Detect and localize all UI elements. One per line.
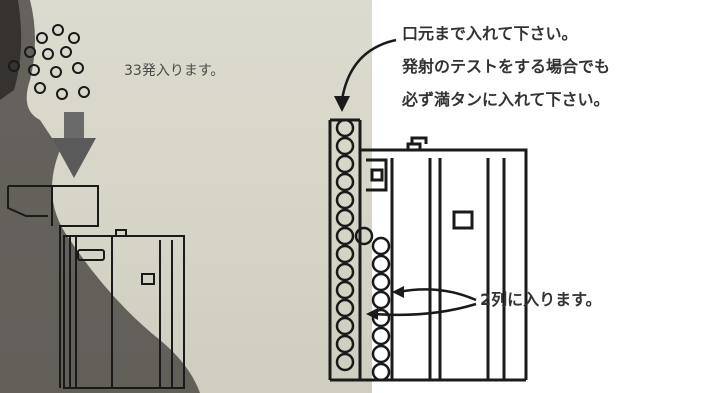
down-arrow-icon xyxy=(52,112,96,178)
bb-in-column xyxy=(371,326,391,346)
two-rows-label: 2列に入ります。 xyxy=(480,290,602,309)
right-magazine-drawing xyxy=(328,118,528,382)
bb-loose xyxy=(36,32,48,44)
bb-in-column xyxy=(335,262,355,282)
arrowheads xyxy=(366,286,404,320)
bb-loose xyxy=(42,48,54,60)
bb-column-left xyxy=(335,118,355,372)
bb-in-column xyxy=(371,254,391,274)
bb-in-column xyxy=(335,190,355,210)
bb-loose xyxy=(24,46,36,58)
bb-in-column xyxy=(371,344,391,364)
person-silhouette xyxy=(0,0,200,393)
bb-in-column xyxy=(335,334,355,354)
bb-in-column xyxy=(371,308,391,328)
bb-in-column xyxy=(335,244,355,264)
instruction-line: 必ず満タンに入れて下さい。 xyxy=(402,90,610,109)
bb-column-right xyxy=(354,226,391,382)
bb-loose xyxy=(8,60,20,72)
bb-loose xyxy=(28,64,40,76)
bb-loose xyxy=(34,82,46,94)
bb-cluster xyxy=(8,24,90,100)
bb-loose xyxy=(60,46,72,58)
bb-loose xyxy=(56,88,68,100)
two-rows-pointer-arrows xyxy=(373,288,477,317)
top-pointer-arrow xyxy=(334,38,397,112)
bb-in-column xyxy=(335,118,355,138)
bb-in-column xyxy=(354,226,374,246)
bb-in-column xyxy=(335,136,355,156)
bb-loose xyxy=(78,86,90,98)
bb-in-column xyxy=(371,272,391,292)
bb-in-column xyxy=(335,316,355,336)
bb-in-column xyxy=(371,290,391,310)
bb-loose xyxy=(68,32,80,44)
bb-in-column xyxy=(335,172,355,192)
bb-in-column xyxy=(371,362,391,382)
left-magazine-drawing xyxy=(7,185,185,389)
instruction-line: 発射のテストをする場合でも xyxy=(402,57,611,76)
bb-in-column xyxy=(335,226,355,246)
bb-loose xyxy=(72,62,84,74)
bb-loose xyxy=(52,24,64,36)
bb-in-column xyxy=(335,154,355,174)
bb-in-column xyxy=(335,352,355,372)
bb-in-column xyxy=(335,298,355,318)
instruction-line: 口元まで入れて下さい。 xyxy=(402,24,578,43)
bb-loose xyxy=(50,66,62,78)
bb-in-column xyxy=(371,236,391,256)
bb-in-column xyxy=(335,280,355,300)
bb-in-column xyxy=(335,208,355,228)
bb-count-label: 33発入ります。 xyxy=(124,63,225,79)
